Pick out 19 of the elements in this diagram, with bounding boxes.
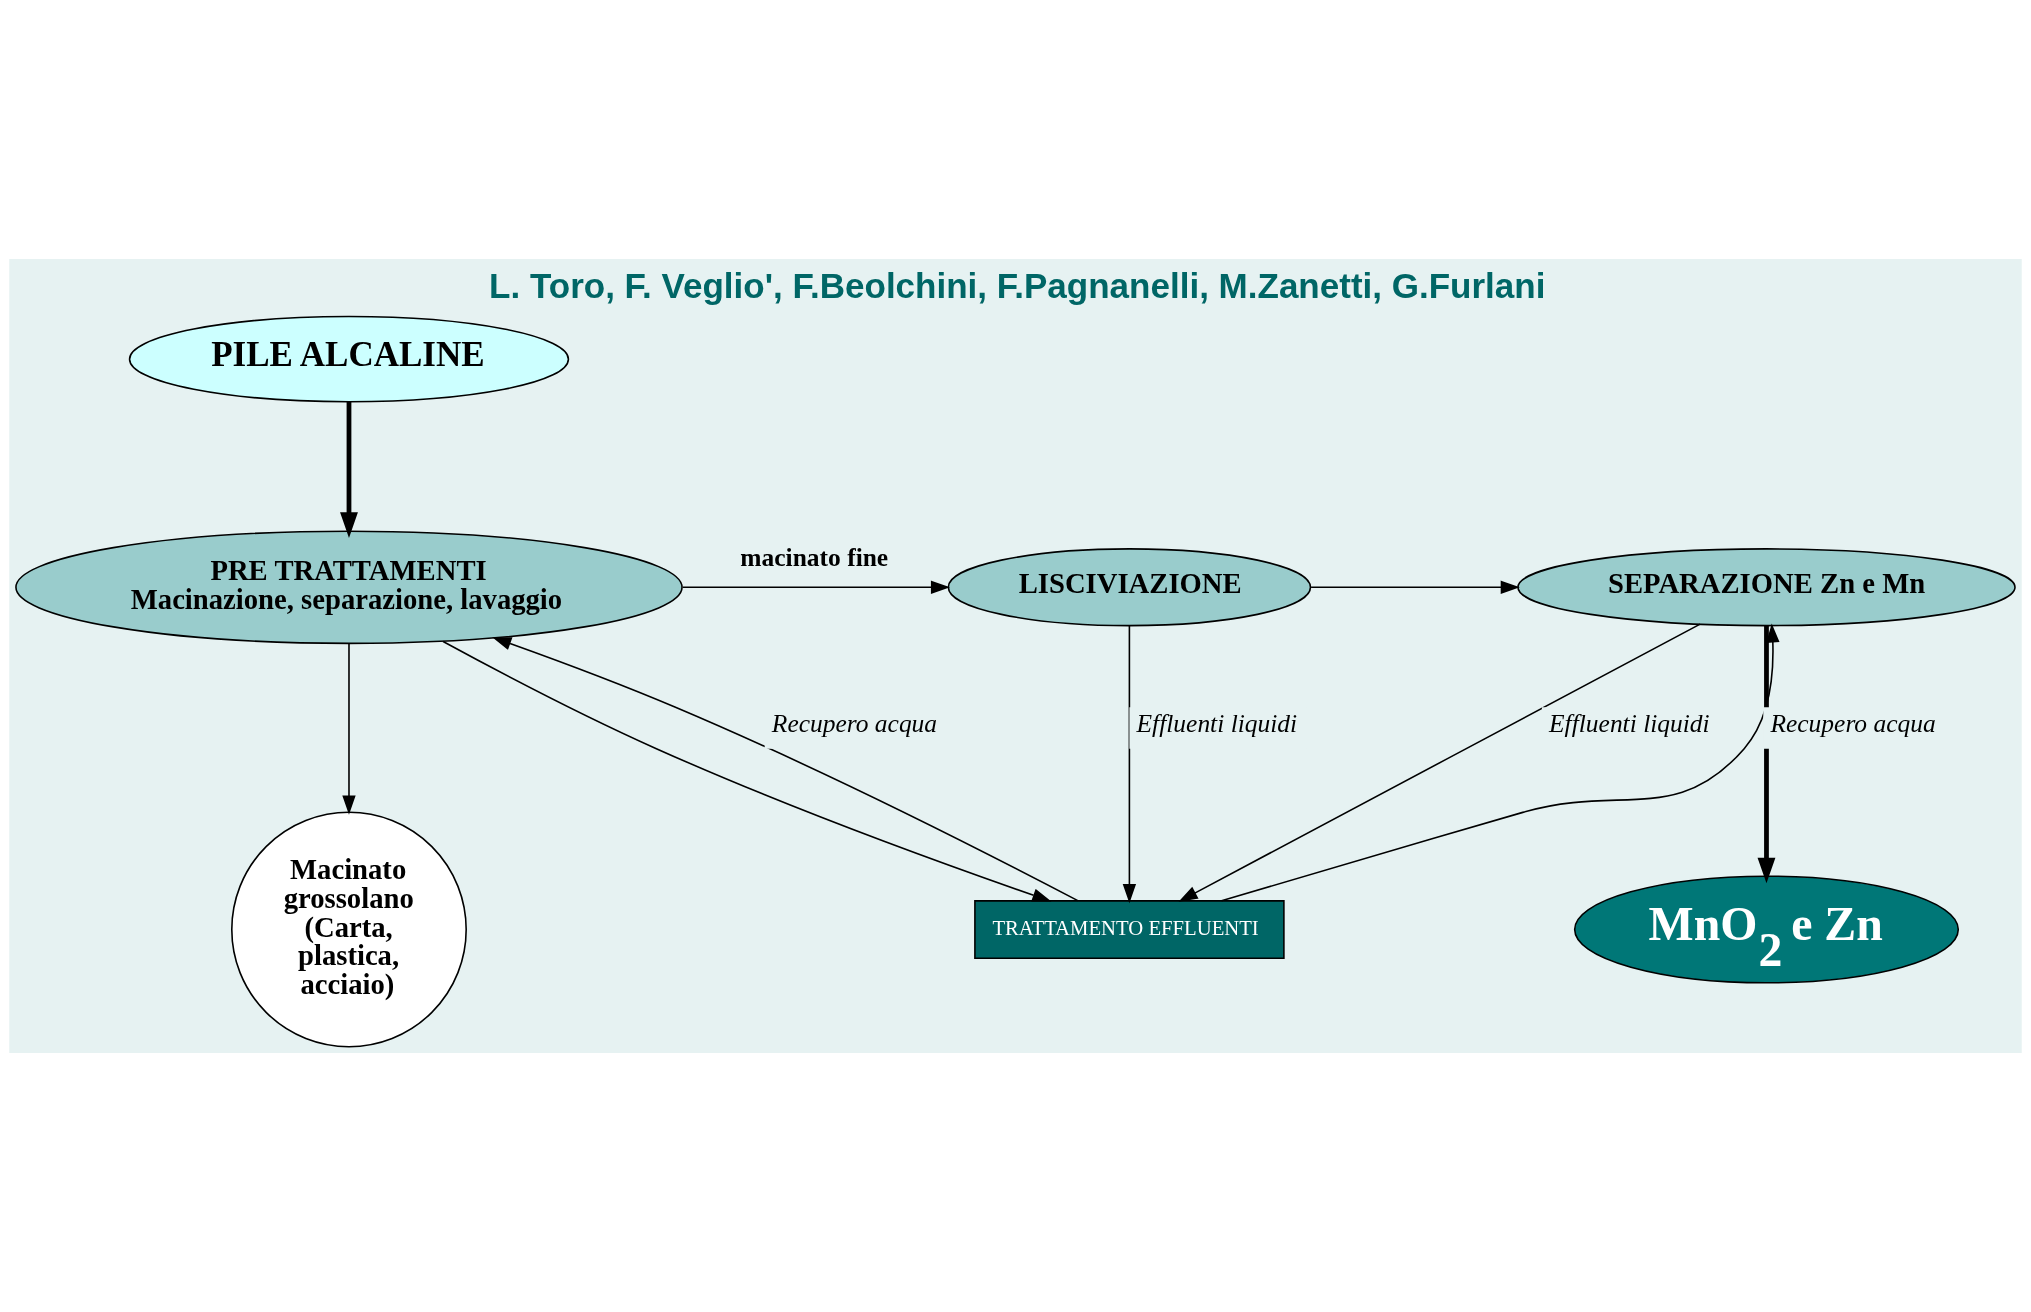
- node-box: TRATTAMENTO EFFLUENTI: [974, 900, 1285, 959]
- edge-label: macinato fine: [740, 543, 889, 573]
- node-ellipse: LISCIVIAZIONE: [947, 548, 1312, 627]
- arrow: [1757, 625, 1776, 884]
- node-ellipse: PILE ALCALINE: [128, 315, 570, 403]
- edge-label: Recupero acqua: [771, 709, 938, 739]
- node-ellipse: SEPARAZIONE Zn e Mn: [1517, 548, 2016, 627]
- arrow: [342, 643, 356, 815]
- diagram-title: L. Toro, F. Veglio', F.Beolchini, F.Pagnanelli, M.Zanetti, G.Furlani: [489, 266, 1546, 306]
- arrow: [1220, 623, 1780, 902]
- arrow: [1310, 580, 1520, 594]
- edge-label: Effluenti liquidi: [1549, 709, 1710, 739]
- arrow: [682, 580, 951, 594]
- node-circle: Macinato grossolano (Carta, plastica, acciaio): [231, 811, 467, 1048]
- node-ellipse: PRE TRATTAMENTI Macinazione, separazione, lavaggio: [15, 530, 683, 645]
- arrow: [1178, 623, 1701, 902]
- edge-label: Effluenti liquidi: [1136, 709, 1298, 739]
- arrow: [340, 402, 358, 538]
- edge-label: Recupero acqua: [1770, 709, 1936, 739]
